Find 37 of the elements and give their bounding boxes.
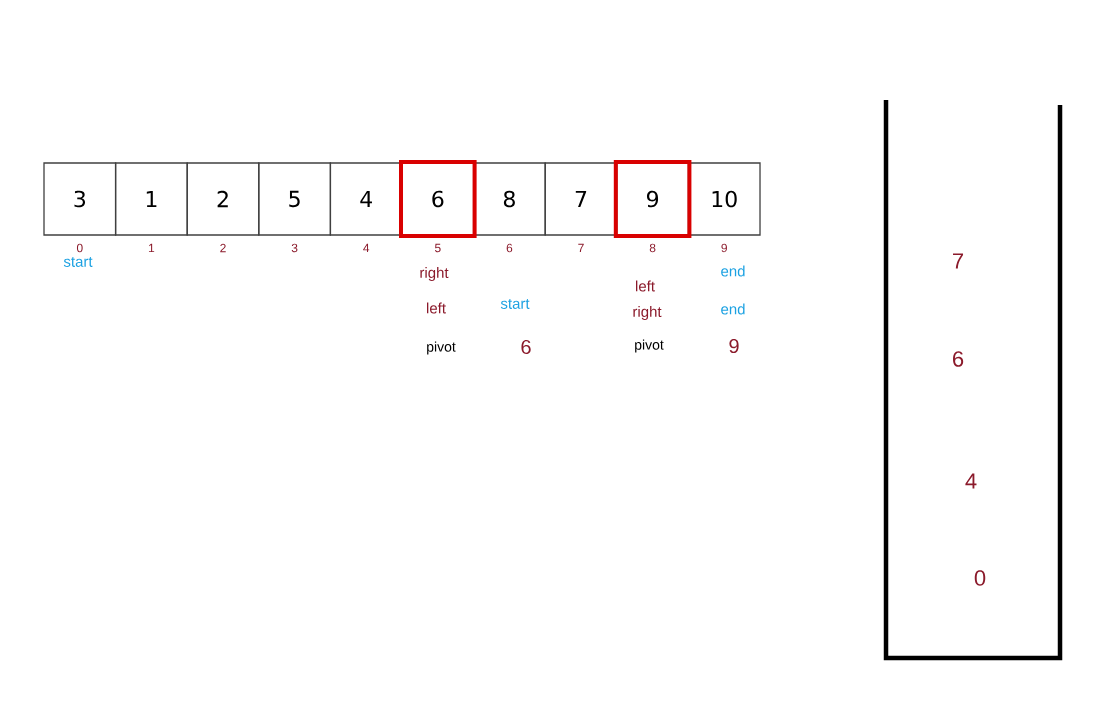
- pointer-label: end: [721, 265, 745, 277]
- array-cell: 10: [687, 162, 761, 236]
- index-number: 3: [291, 243, 298, 253]
- index-number: 8: [649, 243, 656, 253]
- index-number: 7: [578, 243, 584, 253]
- highlighted-array-cell: 9: [613, 160, 692, 238]
- array-cell: 5: [258, 162, 332, 236]
- stack-value: 6: [953, 351, 964, 367]
- array-cell: 4: [329, 162, 403, 236]
- pointer-label: left: [427, 302, 446, 314]
- value-label: 9: [729, 338, 739, 354]
- pointer-label: start: [63, 257, 93, 267]
- array-cell: 1: [114, 162, 188, 236]
- index-number: 0: [76, 243, 83, 253]
- pointer-label: end: [721, 303, 745, 315]
- array-cell: 3: [43, 162, 117, 236]
- index-number: 2: [220, 243, 226, 253]
- index-number: 6: [506, 243, 513, 253]
- pointer-label: start: [500, 299, 530, 309]
- stack-value: 0: [974, 570, 986, 586]
- pointer-label: left: [636, 280, 655, 292]
- index-number: 5: [434, 243, 441, 253]
- pointer-label: right: [633, 306, 662, 320]
- stack-value: 4: [965, 473, 977, 489]
- highlighted-array-cell: 6: [399, 160, 477, 238]
- index-number: 4: [363, 243, 370, 253]
- stack-value: 7: [953, 253, 964, 269]
- array-cell: 7: [544, 162, 618, 236]
- index-number: 1: [149, 243, 155, 253]
- array-cell: 8: [472, 162, 546, 236]
- array-cell: 2: [186, 162, 260, 236]
- pointer-label: pivot: [427, 341, 456, 355]
- value-label: 6: [521, 339, 531, 355]
- pointer-label: pivot: [635, 339, 664, 353]
- index-number: 9: [721, 243, 727, 253]
- pointer-label: right: [420, 267, 449, 281]
- stack-container: [883, 100, 1063, 661]
